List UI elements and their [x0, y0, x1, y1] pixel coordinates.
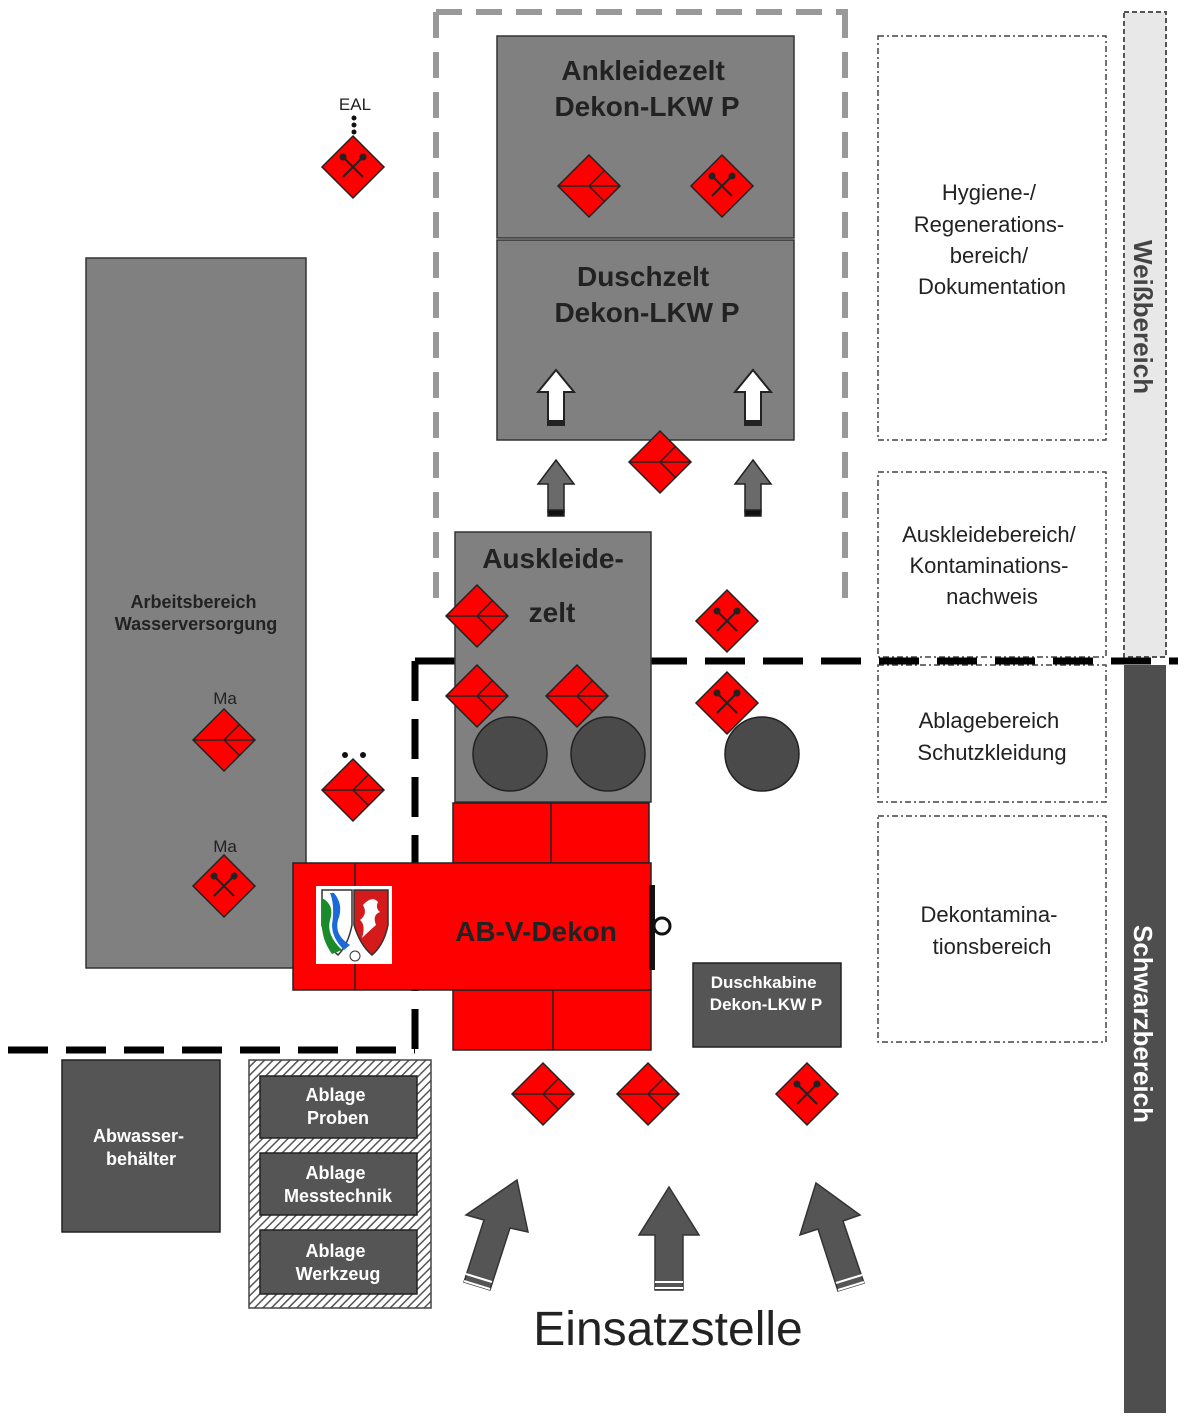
tent-flow-arrows	[536, 458, 773, 517]
dressing-tent	[496, 35, 795, 239]
undressing-tent-label-2: zelt	[529, 597, 576, 628]
undressing-tent-label-1: Auskleide-	[482, 543, 624, 574]
undressing-area-label: Auskleidebereich/ Kontaminations- nachwe…	[902, 522, 1082, 609]
shower-cabin-label: Duschkabine Dekon-LKW P	[710, 973, 822, 1014]
decon-area-box	[877, 815, 1107, 1043]
barrel-3	[724, 716, 800, 792]
symbol-shower	[627, 429, 693, 495]
black-zone-label: Schwarzbereich	[1128, 925, 1158, 1123]
entry-arrow-stripes	[463, 1273, 865, 1291]
symbol-entry-2	[615, 1061, 681, 1127]
symbol-ma-2	[191, 853, 257, 919]
symbol-entry-3	[774, 1061, 840, 1127]
leader-dots	[342, 752, 366, 758]
ma-label-1: Ma	[213, 689, 237, 708]
shelf-samples-label: Ablage Proben	[305, 1085, 370, 1128]
eal-label: EAL	[339, 95, 371, 114]
symbol-eal	[320, 134, 386, 200]
nrw-coat-of-arms	[316, 886, 392, 964]
shelf-measurement-label: Ablage Messtechnik	[284, 1163, 393, 1206]
storage-area-box	[877, 664, 1107, 803]
symbol-undress-1	[444, 583, 510, 649]
shower-flow-arrows	[535, 368, 774, 426]
site-title: Einsatzstelle	[533, 1303, 802, 1356]
symbol-undress-2	[444, 663, 510, 729]
water-supply-area	[85, 257, 307, 969]
shelf-tools-label: Ablage Werkzeug	[296, 1241, 381, 1284]
shower-tent-label: Duschzelt Dekon-LKW P	[554, 261, 739, 328]
shower-cabin	[692, 962, 842, 1048]
white-zone-bar	[1123, 11, 1167, 658]
dressing-tent-label: Ankleidezelt Dekon-LKW P	[554, 55, 739, 122]
black-zone-bar	[1124, 665, 1166, 1413]
symbol-undress-3	[544, 663, 610, 729]
waste-water-tank	[61, 1059, 221, 1233]
eal-dots	[351, 115, 357, 135]
white-zone-enclosure	[433, 9, 848, 612]
white-zone-label: Weißbereich	[1128, 240, 1158, 394]
undressing-area-box	[877, 471, 1107, 658]
symbol-ma-1	[191, 707, 257, 773]
barrel-2	[570, 716, 646, 792]
waste-water-label: Abwasser- behälter	[93, 1126, 189, 1169]
hygiene-area-label: Hygiene-/ Regenerations- bereich/ Dokume…	[914, 180, 1071, 299]
tactical-symbols	[191, 134, 840, 1127]
symbol-leader	[320, 757, 386, 823]
shelf-measurement	[259, 1152, 418, 1216]
barrel-1	[472, 716, 548, 792]
shelf-tools	[259, 1229, 418, 1295]
symbol-dressing-2	[689, 153, 755, 219]
water-supply-label: Arbeitsbereich Wasserversorgung	[115, 592, 277, 634]
symbol-white-zone	[694, 588, 760, 654]
symbol-storage	[694, 670, 760, 736]
symbol-entry-1	[510, 1061, 576, 1127]
ma-label-2: Ma	[213, 837, 237, 856]
hygiene-area-box	[877, 35, 1107, 441]
vehicle-label: AB-V-Dekon	[455, 916, 617, 947]
decon-area-label: Dekontamina- tionsbereich	[920, 902, 1063, 959]
shelf-samples	[259, 1075, 418, 1139]
storage-area-label: Ablagebereich Schutzkleidung	[917, 708, 1066, 765]
entry-arrows	[463, 1178, 865, 1292]
symbol-dressing-1	[556, 153, 622, 219]
